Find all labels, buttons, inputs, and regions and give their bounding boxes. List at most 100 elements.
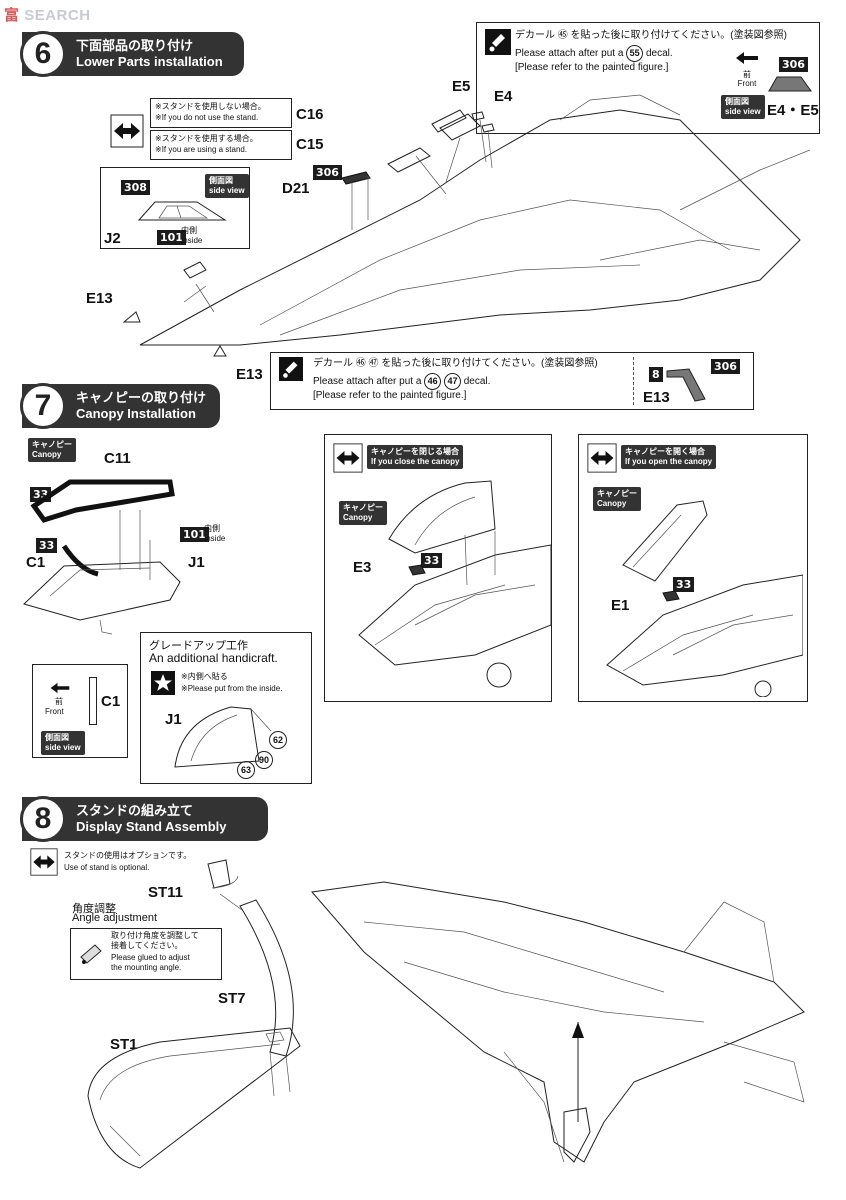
c1-side-view-label: 側面図 side view [41,731,85,755]
decal-55-note-en-a: Please attach after put a [515,48,624,59]
canopy-closed-label: キャノピーを閉じる場合 If you close the canopy [367,445,464,469]
part-st11-label: ST11 [148,884,184,901]
c1-part-strip [89,677,97,725]
e4e5-side-view-jp: 側面図 [725,97,749,106]
hc-90-badge: 90 [255,751,273,769]
step-8-banner: 8 スタンドの組み立て Display Stand Assembly [20,796,268,842]
canopy-label-jp: キャノピー [32,440,72,449]
watermark: 富 SEARCH [4,4,91,25]
canopy-closed-jp: キャノピーを閉じる場合 [371,447,459,456]
stand-optional-en: Use of stand is optional. [64,863,150,872]
step-6-number: 6 [20,31,66,77]
closed-canopy-part-en: Canopy [343,513,373,522]
c1-front-jp: 前 [55,697,63,706]
j2-inside-en: Inside [181,236,203,245]
j2-side-view-en: side view [209,186,245,195]
part-e13-box-label: E13 [643,389,670,406]
step-8-title-jp: スタンドの組み立て [76,803,194,818]
divider [633,357,634,405]
part-c15-label: C15 [296,136,324,153]
handicraft-canopy-drawing [174,706,272,768]
part-st7-label: ST7 [218,990,246,1007]
j2-side-view-label: 側面図 side view [205,174,249,198]
part-j1-label: J1 [188,554,205,571]
e13-part-shape [666,368,706,402]
front-en: Front [737,79,757,88]
glue-note-box: 取り付け角度を調整して 接着してください。 Please glued to ad… [70,928,222,980]
e13-color-badge-a: 8 [649,367,663,382]
option-stand-en: ※If you are using a stand. [155,145,248,154]
decal-55-number: 55 [626,45,644,62]
c1-side-view-jp: 側面図 [45,733,69,742]
stand-optional-jp: スタンドの使用はオプションです。 [64,851,192,860]
hc-62-badge: 62 [269,731,287,749]
handicraft-note-en: ※Please put from the inside. [181,684,283,693]
decal-55-note-en-ref: [Please refer to the painted figure.] [515,62,669,73]
e4e5-side-view-en: side view [725,107,761,116]
decal-46-47-note-en-ref: [Please refer to the painted figure.] [313,390,467,401]
swap-arrows-icon [587,443,617,473]
glue-note-en1: Please glued to adjust [111,953,190,962]
brush-icon [485,29,511,55]
j2-inside-jp: 内側 [181,226,197,235]
handicraft-title-jp: グレードアップ工作 [149,640,248,652]
angle-adjust-jp: 角度調整 [72,903,116,915]
canopy-parts-drawing [23,479,181,635]
open-canopy-part-label: キャノピー Canopy [593,487,641,511]
canopy-open-label: キャノピーを開く場合 If you open the canopy [621,445,717,469]
j2-side-view-box: 308 側面図 side view 101 内側 Inside [100,167,250,249]
decal-46-47-note-en-a: Please attach after put a [313,376,422,387]
handicraft-note-jp: ※内側へ貼る [181,672,228,681]
step-8-title-en: Display Stand Assembly [76,819,227,834]
canopy-inside-jp: 内側 [204,524,220,533]
step-6-title-en: Lower Parts installation [76,54,223,69]
j2-inside-badge: 101 [157,230,186,245]
canopy-open-box: キャノピーを開く場合 If you open the canopy キャノピー … [578,434,808,702]
canopy-label: キャノピー Canopy [28,438,76,462]
closed-canopy-part-label: キャノピー Canopy [339,501,387,525]
part-c1-label: C1 [26,554,46,571]
closed-canopy-drawing [358,480,551,688]
decal-46-number: 46 [424,373,442,390]
c1-color-badge: 33 [36,538,58,553]
closed-33-badge: 33 [421,553,443,568]
handicraft-box: グレードアップ工作 An additional handicraft. ※内側へ… [140,632,312,784]
c1-front-en: Front [45,707,64,716]
decal-46-47-note-jp: デカール ㊻ ㊼ を貼った後に取り付けてください。(塗装図参照) [313,358,598,369]
j2-inside-label: 内側 Inside [181,226,202,246]
part-c11-label: C11 [104,450,131,467]
part-e13-label-a: E13 [86,290,113,307]
jet-lower-view-drawing [122,94,810,357]
handicraft-j1-label: J1 [165,711,182,728]
decal-55-note-en-b: decal. [645,48,673,59]
front-arrow-icon [50,682,70,694]
decal-46-47-note-en-b: decal. [463,376,491,387]
open-canopy-part-en: Canopy [597,499,627,508]
part-e13-label-b: E13 [236,366,263,383]
c1-side-label: C1 [101,693,121,710]
glue-note-jp2: 接着してください。 [111,941,183,950]
step-7-title-en: Canopy Installation [76,406,196,421]
part-d21-label: D21 [282,180,310,197]
option-no-stand-box: ※スタンドを使用しない場合。 ※If you do not use the st… [150,98,292,128]
glue-tube-icon [77,937,107,967]
decal-47-number: 47 [443,373,461,390]
e4e5-side-view-label: 側面図 side view [721,95,765,119]
swap-arrows-icon [333,443,363,473]
canopy-closed-en: If you close the canopy [371,457,460,466]
hc-63-badge: 63 [237,761,255,779]
step-6-banner: 6 下面部品の取り付け Lower Parts installation [20,31,244,77]
decal-55-note-box: デカール ㊺ を貼った後に取り付けてください。(塗装図参照) Please at… [476,22,820,134]
front-arrow-icon [736,52,758,64]
part-j2-label: J2 [104,230,121,247]
decal-46-47-note-en: Please attach after put a 46 47 decal. [313,373,490,390]
canopy-closed-box: キャノピーを閉じる場合 If you close the canopy キャノピ… [324,434,552,702]
canopy-inside-badge: 101 [180,527,209,542]
part-e5-label: E5 [452,78,471,95]
canopy-label-en: Canopy [32,450,62,459]
open-canopy-drawing [606,500,803,697]
step-7-number: 7 [20,383,66,429]
part-e4-label: E4 [494,88,513,105]
j2-side-view-drawing [137,201,227,221]
step-8-number: 8 [20,796,66,842]
